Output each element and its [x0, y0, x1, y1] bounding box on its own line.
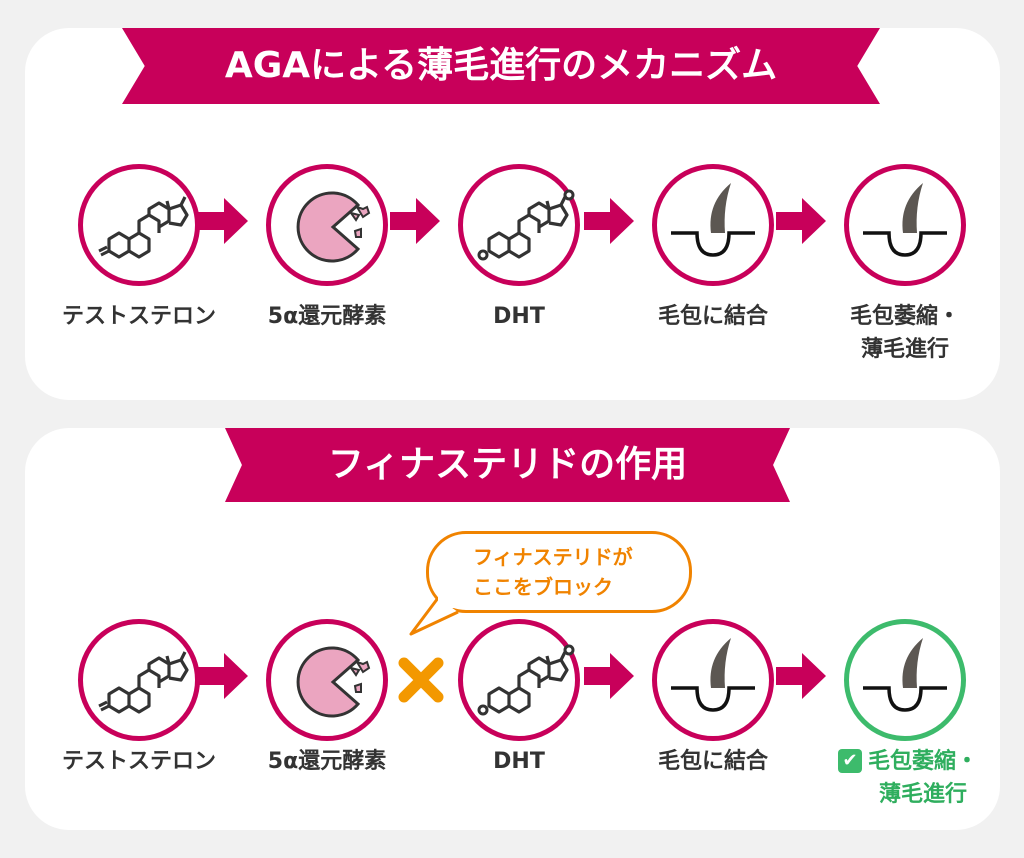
pacman-enzyme-icon: [296, 191, 371, 263]
arrow-icon: [776, 653, 826, 699]
arrow-icon: [584, 653, 634, 699]
step-label: DHT: [493, 304, 545, 329]
step-label-line2: 薄毛進行: [878, 782, 967, 807]
follicle-atrophy-node: [844, 164, 966, 286]
step-label: 5α還元酵素: [267, 749, 387, 774]
arrow-icon: [198, 198, 248, 244]
steroid-molecule-icon: [98, 195, 189, 259]
testosterone-node: [78, 164, 200, 286]
dht-molecule-icon: [477, 644, 575, 716]
follicle-atrophy-node: [844, 619, 966, 741]
hair-follicle-icon: [669, 181, 757, 257]
arrow-icon: [198, 653, 248, 699]
block-cross-icon: [398, 657, 444, 703]
steroid-molecule-icon: [98, 650, 189, 714]
step-label: 毛包に結合: [657, 749, 768, 774]
checkmark-icon: ✔: [837, 749, 862, 773]
step-label-line1: 毛包萎縮・: [867, 749, 978, 774]
hair-follicle-icon: [669, 636, 757, 712]
pacman-enzyme-icon: [296, 646, 371, 718]
step-label-line2: 薄毛進行: [860, 337, 949, 362]
dht-molecule-icon: [477, 189, 575, 261]
step-label: DHT: [493, 749, 545, 774]
finasteride-title-banner: フィナステリドの作用: [225, 428, 790, 502]
step-label-line1: 毛包萎縮・: [849, 304, 960, 329]
follicle-binding-node: [652, 164, 774, 286]
callout-line2: ここをブロック: [473, 575, 613, 599]
step-label: 毛包萎縮・薄毛進行: [815, 300, 995, 366]
hair-follicle-icon: [861, 181, 949, 257]
callout-line1: フィナステリドが: [473, 545, 633, 569]
step-label: 毛包に結合: [657, 304, 768, 329]
enzyme-node: [266, 619, 388, 741]
dht-node: [458, 619, 580, 741]
enzyme-node: [266, 164, 388, 286]
hair-follicle-icon: [861, 636, 949, 712]
step-label: テストステロン: [61, 304, 216, 329]
step-label: 5α還元酵素: [267, 304, 387, 329]
block-callout: フィナステリドがここをブロック: [426, 531, 692, 613]
follicle-binding-node: [652, 619, 774, 741]
arrow-icon: [776, 198, 826, 244]
mechanism-title-banner: AGAによる薄毛進行のメカニズム: [122, 28, 880, 104]
testosterone-node: [78, 619, 200, 741]
arrow-icon: [390, 198, 440, 244]
step-label: ✔毛包萎縮・薄毛進行: [808, 745, 1008, 811]
arrow-icon: [584, 198, 634, 244]
step-label: テストステロン: [61, 749, 216, 774]
dht-node: [458, 164, 580, 286]
callout-tail: [409, 596, 460, 636]
